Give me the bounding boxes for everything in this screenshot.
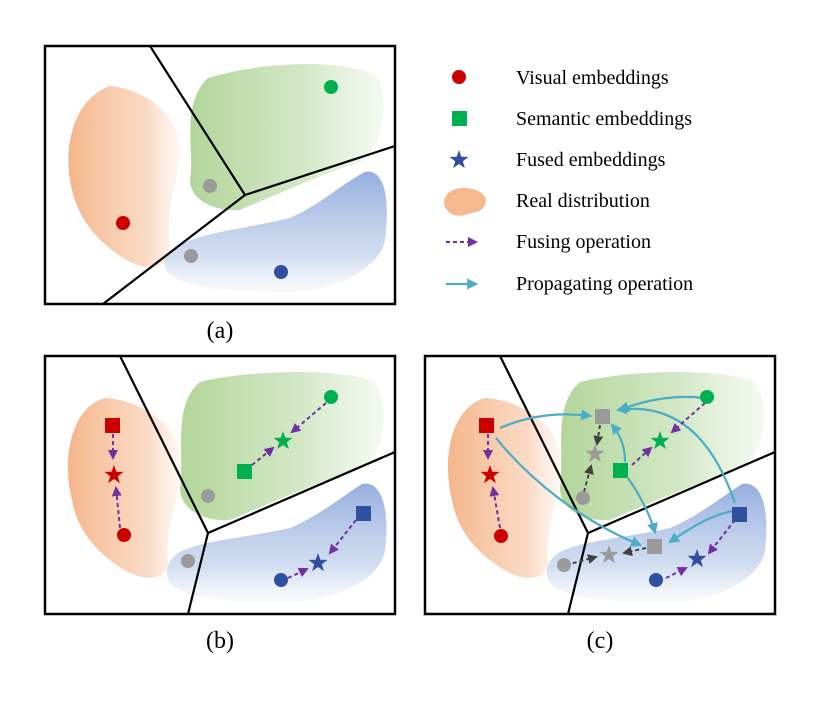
legend-item-propagating: Propagating operation <box>446 273 693 295</box>
gray-circle-marker <box>201 489 215 503</box>
panel-caption: (c) <box>587 628 614 654</box>
gray-circle-marker <box>181 554 195 568</box>
blue-circle-marker <box>274 573 288 587</box>
orange-blob-icon <box>444 187 486 216</box>
panel-frame <box>43 44 397 306</box>
legend-label: Semantic embeddings <box>516 108 692 130</box>
panel-b: (b) <box>43 354 397 654</box>
panel-frame <box>43 354 397 616</box>
blue-square-marker <box>732 507 747 522</box>
panel-caption: (b) <box>206 628 234 654</box>
red-circle-icon <box>452 70 466 84</box>
blue-star-icon <box>449 150 469 169</box>
legend-item-visual: Visual embeddings <box>452 67 669 89</box>
gray-circle-marker <box>557 558 571 572</box>
blue-circle-marker <box>274 265 288 279</box>
green-square-icon <box>452 111 467 126</box>
green-square-marker <box>237 464 252 479</box>
legend-label: Real distribution <box>516 190 650 212</box>
green-star-marker <box>650 431 670 450</box>
orange-region <box>68 398 183 578</box>
panel-c: (c) <box>423 354 777 654</box>
decision-boundaries <box>499 356 775 614</box>
gray-fusing-arrows <box>565 424 647 566</box>
legend-item-fused: Fused embeddings <box>449 149 666 171</box>
fusing-arrows <box>108 402 357 579</box>
panel-frame <box>423 354 777 616</box>
legend-label: Fusing operation <box>516 231 651 253</box>
fusing-arrows <box>483 402 736 579</box>
legend-label: Fused embeddings <box>516 149 666 171</box>
green-circle-marker <box>700 390 714 404</box>
green-region <box>190 63 384 211</box>
green-region <box>180 371 384 521</box>
blue-region <box>164 171 387 292</box>
gray-circle-marker <box>576 491 590 505</box>
legend: Visual embeddings Semantic embeddings Fu… <box>444 67 693 295</box>
blue-circle-marker <box>649 573 663 587</box>
gray-star-marker <box>599 545 619 564</box>
green-square-marker <box>613 463 628 478</box>
panel-caption: (a) <box>207 318 234 344</box>
legend-label: Visual embeddings <box>516 67 669 89</box>
red-circle-marker <box>494 529 508 543</box>
green-circle-marker <box>324 80 338 94</box>
orange-region <box>68 86 181 267</box>
legend-item-fusing: Fusing operation <box>446 231 651 253</box>
decision-boundaries <box>119 356 395 614</box>
gray-square-marker <box>647 539 662 554</box>
gray-star-marker <box>585 444 605 463</box>
red-circle-marker <box>117 528 131 542</box>
gray-circle-marker <box>203 179 217 193</box>
red-star-marker <box>480 465 500 484</box>
gray-circle-marker <box>184 249 198 263</box>
gray-square-marker <box>595 409 610 424</box>
panel-a: (a) <box>43 44 397 344</box>
red-star-marker <box>104 465 124 484</box>
green-star-marker <box>273 431 293 450</box>
red-circle-marker <box>116 216 130 230</box>
blue-star-marker <box>308 553 328 572</box>
legend-label: Propagating operation <box>516 273 693 295</box>
legend-item-semantic: Semantic embeddings <box>452 108 692 130</box>
red-square-marker <box>479 418 494 433</box>
green-circle-marker <box>324 390 338 404</box>
blue-star-marker <box>687 549 707 568</box>
orange-region <box>448 398 563 578</box>
blue-region <box>166 483 387 602</box>
red-square-marker <box>105 418 120 433</box>
blue-square-marker <box>356 506 371 521</box>
decision-boundaries <box>102 46 395 304</box>
legend-item-real-distribution: Real distribution <box>444 187 650 216</box>
